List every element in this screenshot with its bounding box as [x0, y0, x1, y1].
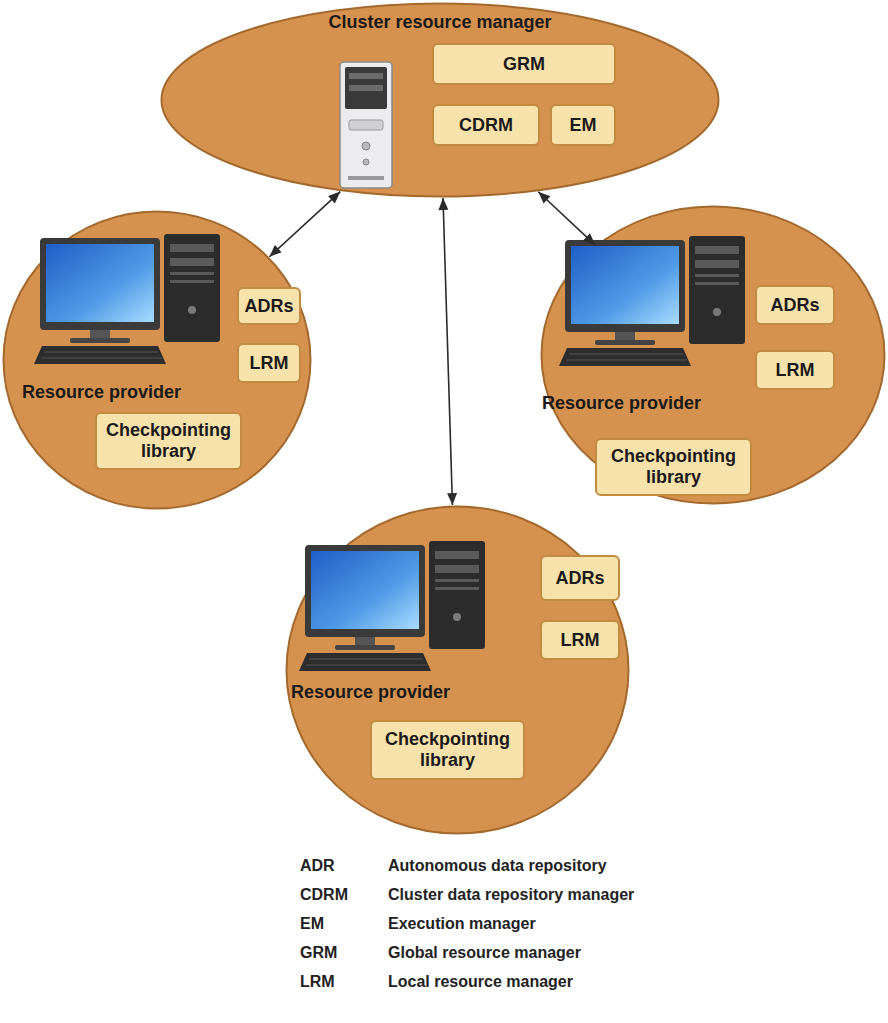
component-box: GRM: [432, 43, 616, 85]
legend-abbreviation: EM: [300, 915, 324, 933]
abbreviation-text: EM: [300, 915, 324, 932]
region-title: Resource provider: [542, 393, 701, 413]
component-box: ADRs: [540, 555, 620, 601]
definition-text: Cluster data repository manager: [388, 886, 634, 903]
provider-circle: Resource provider ADRsLRM Checkpointing li…: [540, 205, 886, 505]
cluster-ellipse: Cluster resource managerGRM CDRM EM: [160, 2, 720, 198]
definition-text: Autonomous data repository: [388, 857, 607, 874]
component-label: CDRM: [459, 115, 513, 136]
component-label: LRM: [561, 630, 600, 651]
legend-abbreviation: CDRM: [300, 886, 348, 904]
component-label: LRM: [776, 360, 815, 381]
abbreviation-text: LRM: [300, 973, 335, 990]
arrowhead: [447, 493, 457, 505]
arrowhead: [438, 198, 448, 210]
legend-abbreviation: LRM: [300, 973, 335, 991]
legend-definition: Cluster data repository manager: [388, 886, 634, 904]
definition-text: Execution manager: [388, 915, 536, 932]
component-box: EM: [550, 104, 616, 146]
provider-circle: Resource provider ADRsLRM Checkpointing li…: [285, 505, 630, 835]
arrowhead: [538, 192, 550, 204]
component-label: ADRs: [770, 295, 819, 316]
bidirectional-arrow: [269, 192, 340, 257]
component-label: ADRs: [245, 296, 294, 317]
component-box: ADRs: [237, 287, 301, 325]
abbreviation-text: GRM: [300, 944, 337, 961]
definition-text: Global resource manager: [388, 944, 581, 961]
component-box: LRM: [540, 620, 620, 660]
arrowhead: [583, 233, 595, 245]
bidirectional-arrow: [438, 198, 457, 505]
region-title: Resource provider: [22, 382, 181, 402]
component-label: ADRs: [555, 568, 604, 589]
component-box: Checkpointing library: [595, 438, 752, 496]
component-label: Checkpointing library: [104, 420, 233, 461]
provider-circle: Resource provider ADRsLRM Checkpointing li…: [2, 210, 312, 510]
region-heading: Resource provider: [22, 382, 232, 403]
region-heading: Resource provider: [291, 682, 531, 703]
component-box: CDRM: [432, 104, 540, 146]
component-box: Checkpointing library: [370, 720, 525, 780]
component-box: Checkpointing library: [95, 412, 242, 470]
component-box: ADRs: [755, 285, 835, 325]
component-label: LRM: [250, 353, 289, 374]
region-title: Cluster resource manager: [328, 12, 551, 32]
arrowhead: [269, 245, 281, 257]
legend-abbreviation: ADR: [300, 857, 335, 875]
arrowhead: [328, 192, 340, 204]
component-label: GRM: [503, 54, 545, 75]
component-label: Checkpointing library: [604, 446, 743, 487]
component-label: EM: [570, 115, 597, 136]
bidirectional-arrow: [538, 192, 595, 245]
region-heading: Cluster resource manager: [160, 12, 720, 33]
definition-text: Local resource manager: [388, 973, 573, 990]
legend-definition: Execution manager: [388, 915, 536, 933]
legend-definition: Local resource manager: [388, 973, 573, 991]
legend-definition: Autonomous data repository: [388, 857, 607, 875]
legend-definition: Global resource manager: [388, 944, 581, 962]
legend-abbreviation: GRM: [300, 944, 337, 962]
component-box: LRM: [755, 350, 835, 390]
component-label: Checkpointing library: [379, 729, 516, 770]
abbreviation-text: CDRM: [300, 886, 348, 903]
component-box: LRM: [237, 343, 301, 383]
region-title: Resource provider: [291, 682, 450, 702]
abbreviation-text: ADR: [300, 857, 335, 874]
region-heading: Resource provider: [542, 393, 762, 414]
